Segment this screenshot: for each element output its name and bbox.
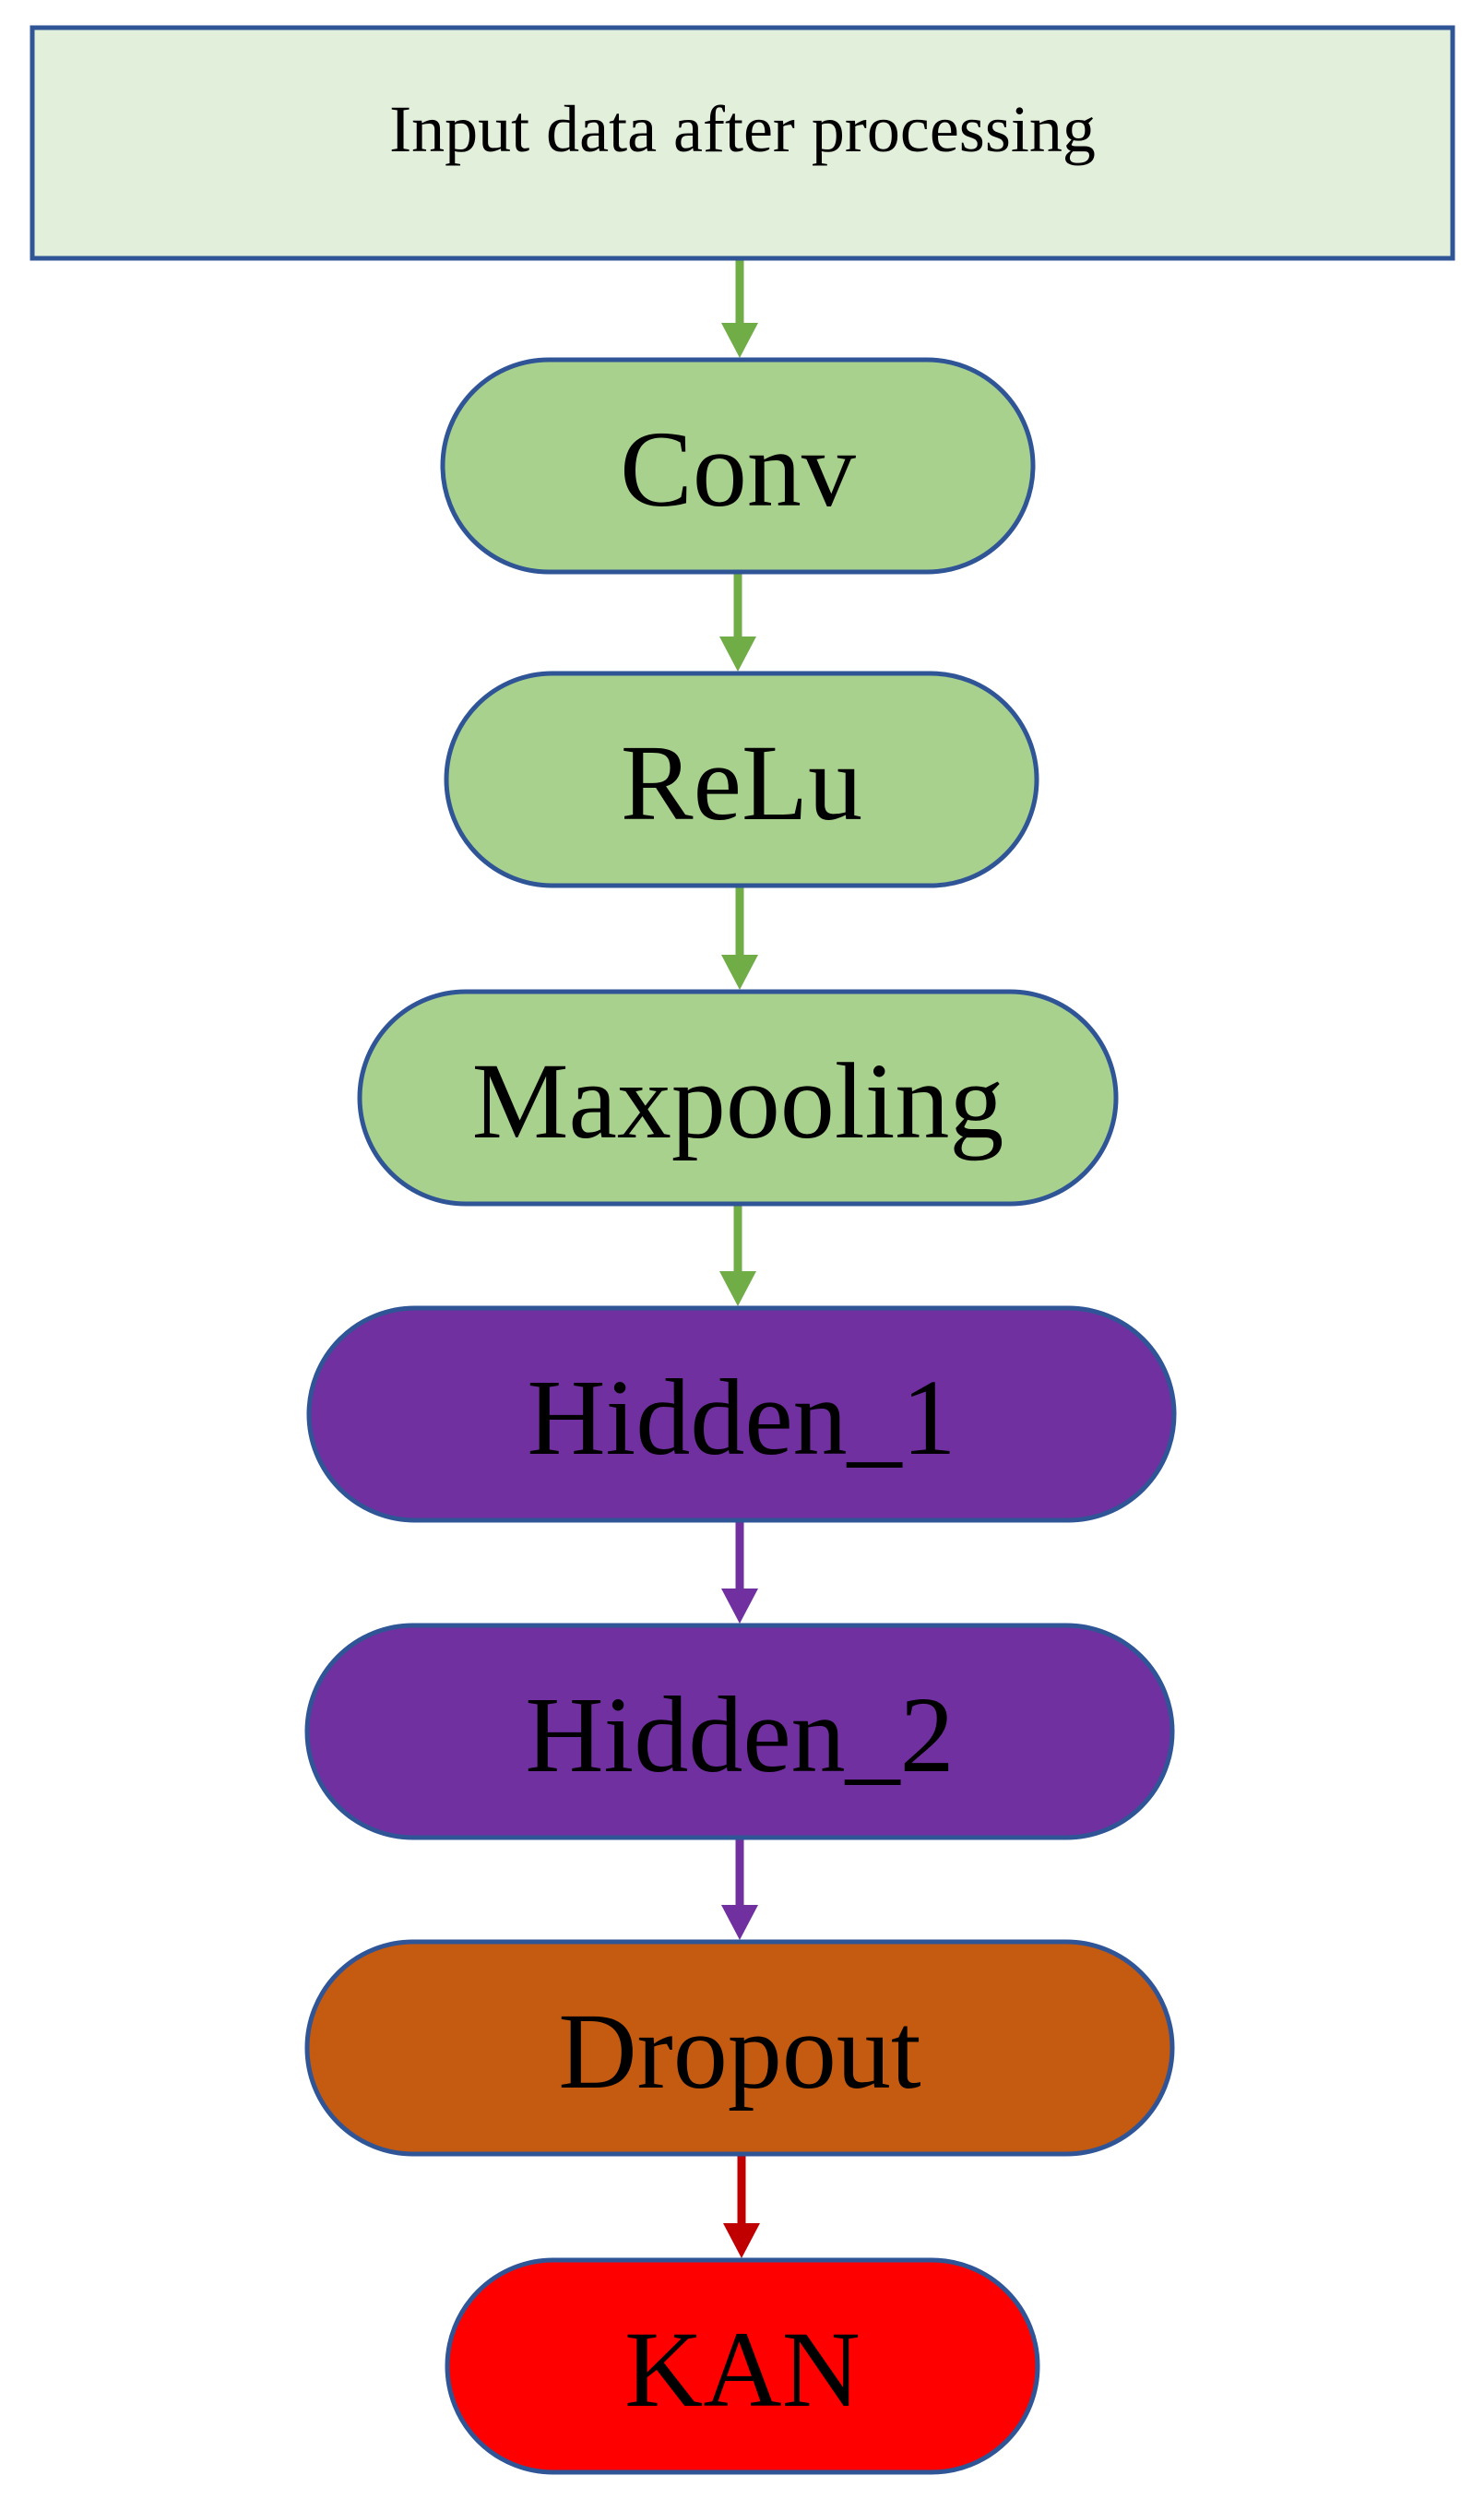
arrow-head — [721, 323, 758, 358]
arrow-relu-to-maxpooling — [721, 887, 758, 990]
node-kan-label: KAN — [624, 2309, 861, 2430]
arrow-maxpooling-to-hidden-1 — [719, 1206, 756, 1306]
node-hidden-1-label: Hidden_1 — [527, 1357, 956, 1478]
node-maxpooling: Maxpooling — [357, 989, 1119, 1207]
node-hidden-2: Hidden_2 — [304, 1623, 1175, 1840]
arrow-head — [723, 2223, 760, 2258]
node-kan: KAN — [445, 2257, 1040, 2475]
node-hidden-1-shape — [306, 1305, 1177, 1523]
arrow-hidden-2-to-dropout — [721, 1839, 758, 1940]
arrow-input-data-to-conv — [721, 260, 758, 358]
node-hidden-1: Hidden_1 — [306, 1305, 1177, 1523]
node-kan-shape — [445, 2257, 1040, 2475]
node-maxpooling-shape — [357, 989, 1119, 1207]
arrow-head — [719, 1271, 756, 1306]
node-dropout: Dropout — [304, 1939, 1175, 2157]
node-relu-label: ReLu — [621, 722, 862, 843]
arrow-head — [721, 1905, 758, 1940]
arrow-dropout-to-kan — [723, 2156, 760, 2258]
node-relu: ReLu — [444, 671, 1039, 888]
input-data-label: Input data after processing — [389, 92, 1096, 166]
node-conv-shape — [440, 357, 1036, 575]
arrow-hidden-1-to-hidden-2 — [721, 1522, 758, 1624]
node-relu-shape — [444, 671, 1039, 888]
arrow-head — [721, 1589, 758, 1624]
node-hidden-2-label: Hidden_2 — [525, 1674, 954, 1795]
arrows-layer — [719, 260, 760, 2258]
input-data-box: Input data after processing — [30, 25, 1455, 261]
arrow-head — [721, 955, 758, 990]
node-dropout-label: Dropout — [558, 1991, 921, 2112]
node-maxpooling-label: Maxpooling — [472, 1041, 1004, 1161]
arrow-head — [719, 637, 756, 672]
node-hidden-2-shape — [304, 1623, 1175, 1840]
node-conv: Conv — [440, 357, 1036, 575]
node-dropout-shape — [304, 1939, 1175, 2157]
node-conv-label: Conv — [620, 409, 856, 530]
arrow-conv-to-relu — [719, 574, 756, 672]
input-data-rect — [30, 25, 1455, 261]
